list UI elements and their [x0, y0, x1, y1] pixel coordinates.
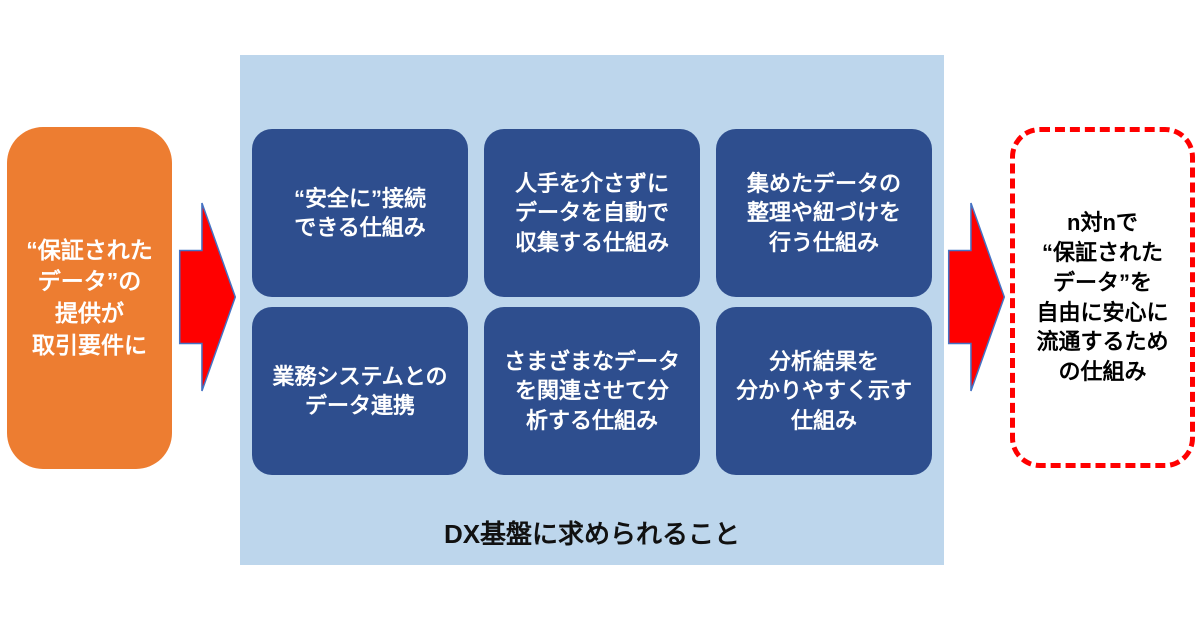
- requirement-grid: “安全に”接続 できる仕組み 人手を介さずに データを自動で 収集する仕組み 集…: [252, 129, 932, 475]
- right-arrow-icon: [178, 202, 237, 392]
- panel-title: DX基盤に求められること: [443, 519, 741, 549]
- source-box: “保証された データ”の 提供が 取引要件に: [7, 127, 172, 469]
- requirement-box-data-organizing: 集めたデータの 整理や紐づけを 行う仕組み: [716, 129, 932, 297]
- outcome-box-text: n対nで “保証された データ”を 自由に安心に 流通するため の仕組み: [1036, 210, 1169, 384]
- outcome-box: n対nで “保証された データ”を 自由に安心に 流通するため の仕組み: [1010, 127, 1195, 468]
- requirement-box-text: さまざまなデータ を関連させて分 析する仕組み: [503, 349, 680, 433]
- dx-platform-panel: “安全に”接続 できる仕組み 人手を介さずに データを自動で 収集する仕組み 集…: [240, 55, 944, 565]
- source-box-text: “保証された データ”の 提供が 取引要件に: [26, 236, 153, 358]
- requirement-box-text: 人手を介さずに データを自動で 収集する仕組み: [514, 171, 669, 255]
- requirement-box-visualization: 分析結果を 分かりやすく示す 仕組み: [716, 307, 932, 475]
- requirement-box-secure-connection: “安全に”接続 できる仕組み: [252, 129, 468, 297]
- requirement-box-text: 集めたデータの 整理や紐づけを 行う仕組み: [746, 171, 901, 255]
- requirement-box-text: “安全に”接続 できる仕組み: [293, 185, 426, 240]
- requirement-box-auto-collection: 人手を介さずに データを自動で 収集する仕組み: [484, 129, 700, 297]
- requirement-box-system-linkage: 業務システムとの データ連携: [252, 307, 468, 475]
- requirement-box-text: 分析結果を 分かりやすく示す 仕組み: [735, 349, 912, 433]
- requirement-box-analysis: さまざまなデータ を関連させて分 析する仕組み: [484, 307, 700, 475]
- right-arrow-icon: [947, 202, 1006, 392]
- requirement-box-text: 業務システムとの データ連携: [272, 363, 448, 418]
